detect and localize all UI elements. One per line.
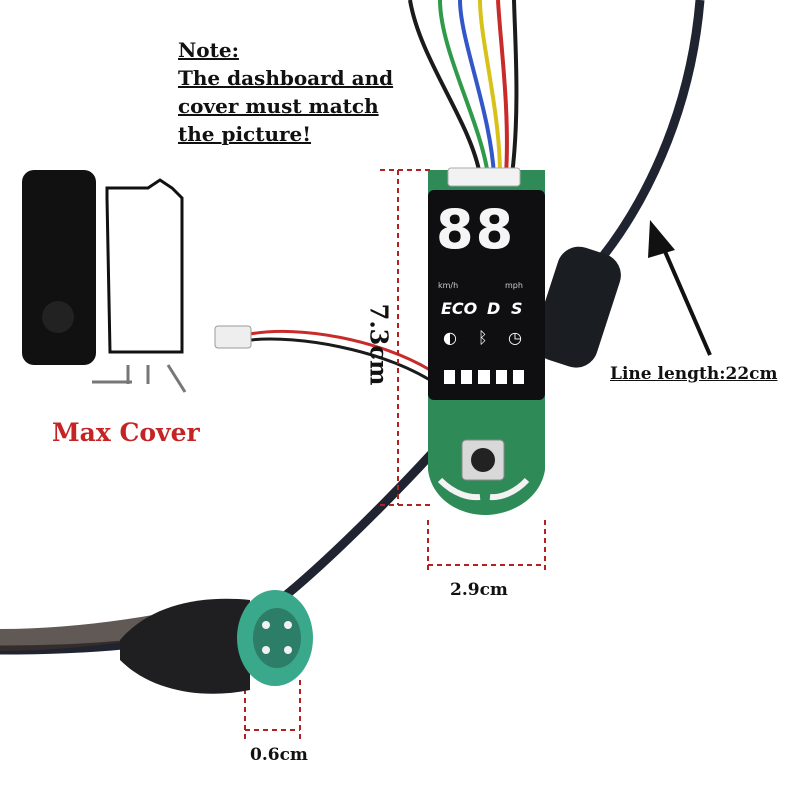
speed-unit-mph: mph: [505, 281, 523, 290]
display-headlight-icon: ◐: [443, 328, 457, 347]
display-mode-d: D: [487, 299, 501, 318]
note-line-4: the picture!: [178, 122, 312, 146]
plug-dimension-label: 0.6cm: [250, 745, 308, 765]
note-line-1: Note:: [178, 38, 239, 62]
speed-unit-kmh: km/h: [438, 281, 459, 290]
display-bluetooth-icon: ᛒ: [478, 328, 488, 347]
note-text: Note: The dashboard and cover must match…: [178, 36, 418, 148]
plug-connector: [120, 590, 313, 694]
note-line-2: The dashboard and: [178, 66, 394, 90]
display-mode-s: S: [511, 299, 523, 318]
top-wires: [408, 0, 519, 176]
ferrite-bead: [534, 246, 621, 368]
width-dimension-label: 2.9cm: [450, 580, 508, 600]
note-line-3: cover must match: [178, 94, 379, 118]
line-length-label: Line length:22cm: [610, 364, 778, 384]
battery-bar-indicator: [444, 370, 525, 384]
display-mode-eco: ECO: [441, 299, 478, 318]
height-dimension-label: 7.3cm: [364, 303, 394, 386]
dashboard-pcb: [428, 167, 545, 515]
display-clock-icon: ◷: [508, 328, 522, 347]
dimension-lines: [244, 169, 546, 740]
cover-parts: [22, 170, 187, 393]
display-digits: 88: [436, 198, 516, 261]
line-length-arrow: [648, 220, 712, 356]
max-cover-label: Max Cover: [52, 418, 200, 447]
side-cable: [214, 325, 431, 382]
